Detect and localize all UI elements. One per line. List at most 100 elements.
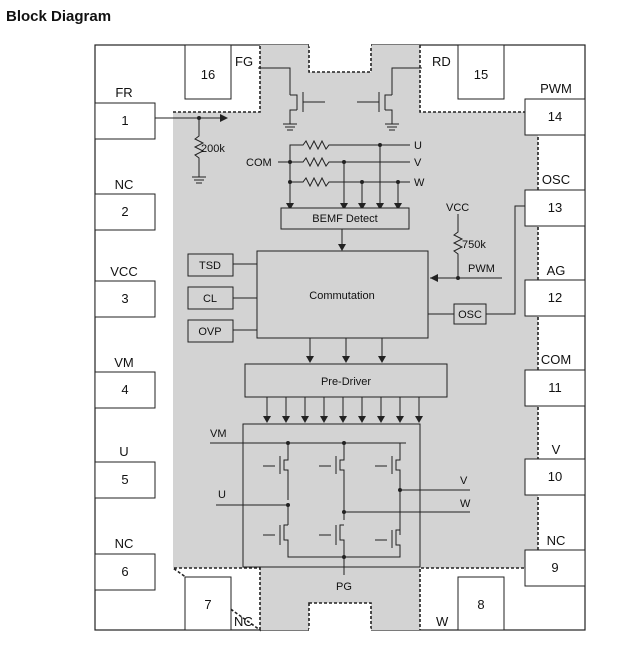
pin-name-w: W [436,614,449,629]
v-out-label: V [460,475,468,487]
bemf-detect-block [280,207,410,230]
vcc-label: VCC [446,202,469,214]
com-label: COM [246,157,272,169]
arrow-down-icon [286,203,294,210]
arrow-down-icon [377,416,385,423]
arrow-down-icon [338,244,346,251]
arrow-down-icon [320,416,328,423]
left-pins: FR 1 NC 2 VCC 3 VM 4 U 5 NC 6 [94,85,156,591]
pin-num-10: 10 [548,469,562,484]
w-label: W [414,177,425,189]
tsd-label: TSD [199,260,221,272]
pin-num-16: 16 [201,67,215,82]
pin-box-13 [524,189,586,227]
pin-box-11 [524,369,586,407]
page-title: Block Diagram [6,8,112,25]
arrow-down-icon [282,416,290,423]
fr-arrow-icon [220,114,228,122]
junction-dot [288,180,292,184]
arrow-down-icon [340,203,348,210]
junction-dot [396,180,400,184]
pin-box-12 [524,279,586,317]
resistor-200k-label: 200k [201,143,225,155]
resistor-750k-label: 750k [462,239,486,251]
pin-box-16 [184,44,232,100]
w-out-label: W [460,498,471,510]
junction-dot [286,441,290,445]
pin-name-nc-2: NC [115,177,134,192]
top-notch [308,44,372,73]
pin-name-v: V [552,442,561,457]
osc-label: OSC [458,309,482,321]
ovp-label: OVP [198,326,221,338]
pin-name-vcc: VCC [110,264,137,279]
output-stage-box [242,423,421,568]
pg-label: PG [336,581,352,593]
vm-label: VM [210,428,227,440]
arrow-down-icon [342,356,350,363]
pin-box-5 [94,461,156,499]
junction-dot [286,503,290,507]
pin-num-9: 9 [551,560,558,575]
pin-num-14: 14 [548,109,562,124]
v-label: V [414,157,422,169]
pin-num-4: 4 [121,382,128,397]
commutation-block [256,250,429,339]
pin-name-ag: AG [547,263,566,278]
pwm-signal-label: PWM [468,263,495,275]
osc-block [453,303,487,325]
pin-name-fr: FR [115,85,132,100]
u-label: U [414,140,422,152]
pin-name-nc-6: NC [115,536,134,551]
pin-name-fg: FG [235,54,253,69]
arrow-down-icon [306,356,314,363]
pin-box-4 [94,371,156,409]
pin-num-3: 3 [121,291,128,306]
pin-box-15 [457,44,505,100]
pin-num-8: 8 [477,597,484,612]
pin-name-nc-9: NC [547,533,566,548]
pin-name-com: COM [541,352,571,367]
top-pins: 16 FG 15 RD [184,44,505,100]
pin-box-14 [524,98,586,136]
u-out-label: U [218,489,226,501]
pin-name-rd: RD [432,54,451,69]
junction-dot [342,510,346,514]
pin-box-1 [94,102,156,140]
tsd-block [187,253,234,277]
pwm-arrow-icon [430,274,438,282]
pin-box-2 [94,193,156,231]
junction-dot [342,160,346,164]
pin-box-6 [94,553,156,591]
junction-dot [342,441,346,445]
junction-dot [288,160,292,164]
junction-dot [398,488,402,492]
arrow-down-icon [301,416,309,423]
pin-num-7: 7 [204,597,211,612]
pin-num-6: 6 [121,564,128,579]
pin-box-8 [457,576,505,631]
arrow-down-icon [339,416,347,423]
pin-box-3 [94,280,156,318]
pin-name-osc: OSC [542,172,570,187]
junction-dot [360,180,364,184]
bemf-detect-label: BEMF Detect [312,213,377,225]
arrow-down-icon [378,356,386,363]
arrow-down-icon [396,416,404,423]
pre-driver-label: Pre-Driver [321,376,371,388]
pin-box-7 [184,576,232,631]
wiring [155,67,525,575]
bottom-pins: 7 NC 8 W [184,576,505,631]
arrow-down-icon [376,203,384,210]
cl-block [187,286,234,310]
pin-num-11: 11 [548,380,562,395]
junctions [197,114,460,559]
pin-num-2: 2 [121,204,128,219]
arrow-down-icon [394,203,402,210]
arrow-down-icon [415,416,423,423]
arrow-down-icon [263,416,271,423]
pin-num-1: 1 [121,113,128,128]
right-pins: PWM 14 OSC 13 AG 12 COM 11 V 10 NC 9 [524,81,586,587]
pin-box-10 [524,458,586,496]
